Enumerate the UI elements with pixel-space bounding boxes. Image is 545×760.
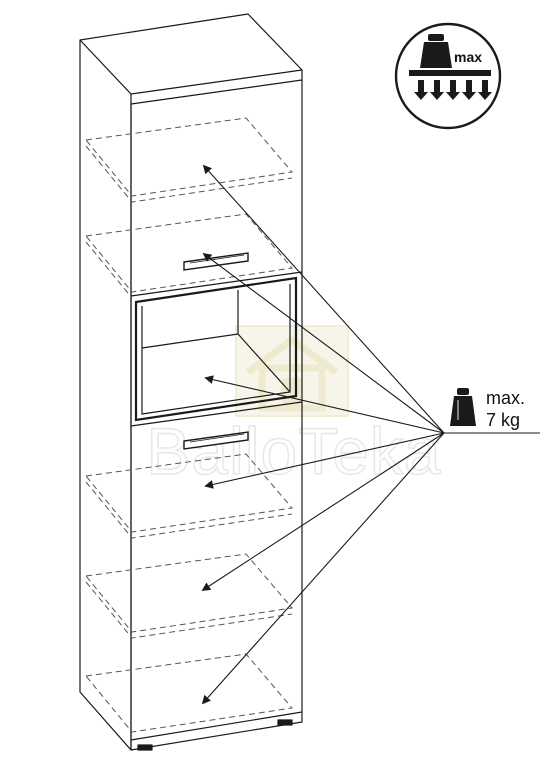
- shelf-3: [85, 453, 293, 539]
- arrow-niche: [204, 375, 445, 434]
- watermark-text: BalloTeka: [146, 414, 441, 488]
- arrow-shelf-2: [202, 252, 445, 434]
- handles: [183, 252, 249, 450]
- arrow-shelf-4: [201, 432, 445, 591]
- max-load-badge: max: [394, 22, 502, 130]
- lower-handle: [183, 431, 249, 450]
- arrow-shelf-5: [201, 432, 445, 705]
- load-max-text: max.: [486, 388, 525, 408]
- max-badge-label: max: [454, 49, 482, 65]
- upper-door-bottom: [130, 271, 303, 297]
- shelf-5: [85, 653, 293, 733]
- load-arrows: [201, 164, 540, 705]
- hidden-shelves: [85, 117, 293, 733]
- cabinet: [79, 13, 303, 751]
- weight-icon: [450, 388, 476, 426]
- load-label: max. 7 kg: [450, 388, 525, 430]
- doors: [130, 271, 303, 427]
- cabinet-side: [79, 40, 132, 751]
- lower-door-top: [130, 401, 303, 427]
- arrow-shelf-1: [202, 164, 445, 434]
- shelf-2: [85, 213, 293, 299]
- arrow-shelf-3: [204, 432, 445, 489]
- open-niche: [134, 276, 298, 422]
- weight-max-load-icon: [409, 34, 492, 100]
- watermark-logo: BalloTeka: [146, 325, 441, 489]
- shelf-1: [85, 117, 293, 203]
- load-weight-text: 7 kg: [486, 410, 520, 430]
- cabinet-front: [130, 80, 303, 751]
- upper-handle: [183, 252, 249, 271]
- shelf-4: [85, 553, 293, 639]
- cabinet-top: [79, 13, 303, 105]
